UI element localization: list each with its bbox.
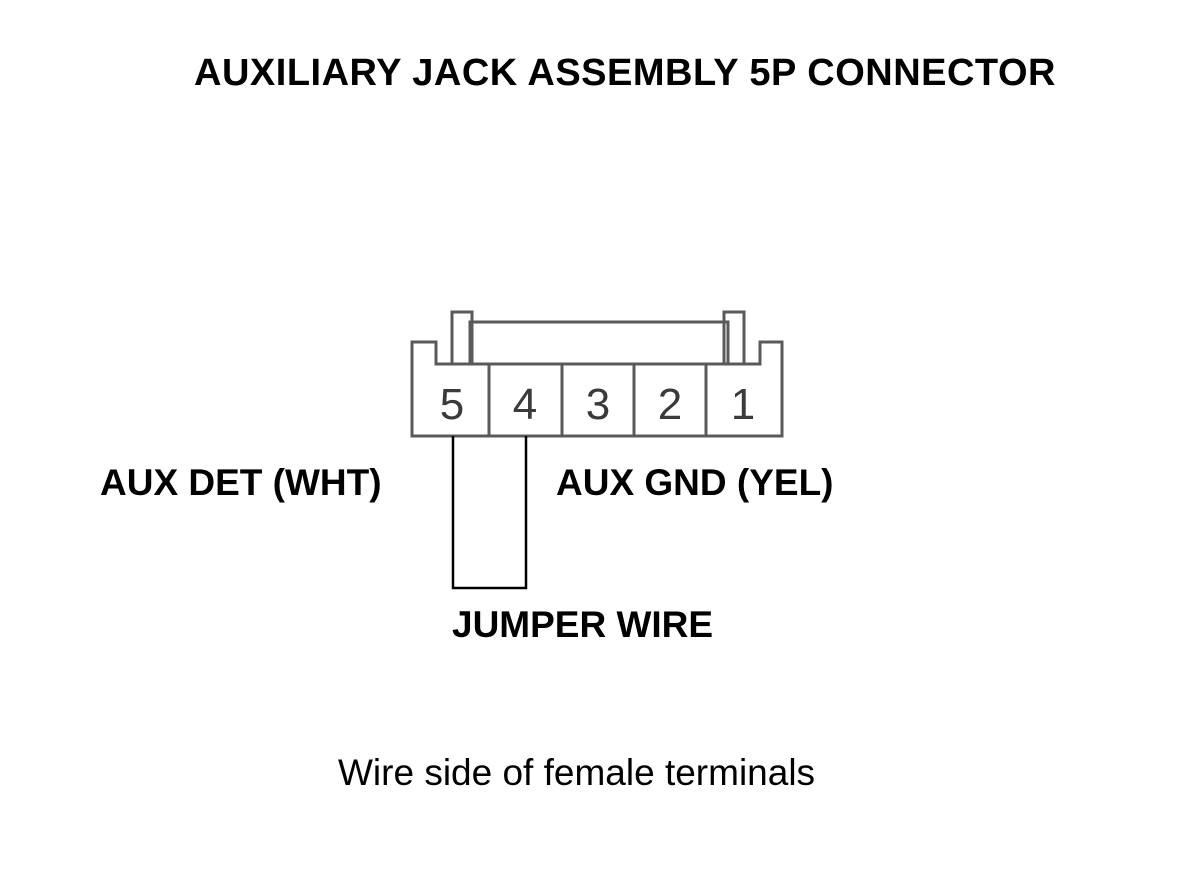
diagram-caption: Wire side of female terminals — [338, 752, 816, 793]
connector-top-bar — [468, 320, 730, 366]
pin-5-label: 5 — [440, 380, 464, 429]
pin-1-label: 1 — [731, 380, 755, 429]
pin-3-label: 3 — [586, 380, 610, 429]
pin-4-label: 4 — [513, 380, 537, 429]
aux-gnd-label: AUX GND (YEL) — [556, 462, 834, 503]
jumper-wire — [451, 436, 528, 590]
aux-det-label: AUX DET (WHT) — [100, 462, 382, 503]
connector-body — [410, 310, 784, 438]
jumper-wire-label: JUMPER WIRE — [452, 604, 714, 645]
diagram-title: AUXILIARY JACK ASSEMBLY 5P CONNECTOR — [194, 52, 1056, 94]
pin-dividers — [487, 364, 708, 436]
pin-numbers: 5 4 3 2 1 — [440, 380, 755, 429]
connector-housing — [410, 340, 784, 438]
pin-2-label: 2 — [658, 380, 682, 429]
